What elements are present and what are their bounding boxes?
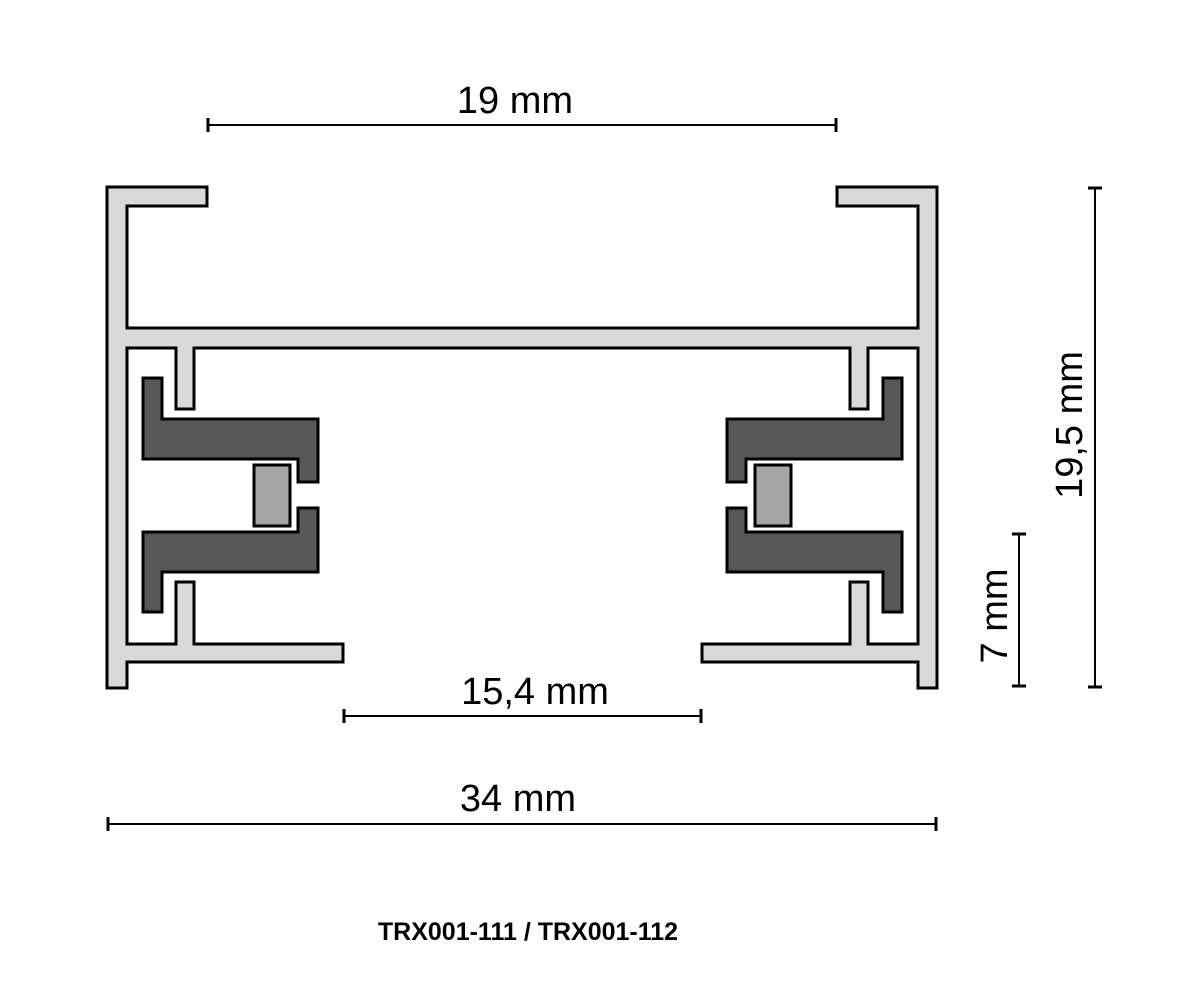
dimension-total-width xyxy=(106,817,938,831)
right-insulator xyxy=(725,376,904,614)
product-code-caption: TRX001-111 / TRX001-112 xyxy=(378,918,678,946)
left-conductor xyxy=(252,463,292,528)
dimension-total-height xyxy=(1088,186,1102,689)
dimension-lower-height xyxy=(1012,532,1026,688)
left-insulator-upper xyxy=(141,376,320,484)
housing-profile xyxy=(105,185,939,690)
housing-left-wall xyxy=(105,185,939,690)
dimension-total-width-label: 34 mm xyxy=(460,778,576,820)
right-insulator-upper xyxy=(725,376,904,484)
dimension-total-height-label: 19,5 mm xyxy=(1049,351,1091,499)
left-insulator xyxy=(141,376,320,614)
left-insulator-lower xyxy=(141,506,320,614)
dimension-bottom-opening-label: 15,4 mm xyxy=(461,671,609,713)
right-insulator-lower xyxy=(725,506,904,614)
dimension-bottom-opening xyxy=(342,709,703,723)
dimension-top-opening-label: 19 mm xyxy=(457,80,573,122)
dimension-top-opening xyxy=(206,118,838,132)
right-conductor xyxy=(753,463,793,528)
dimension-lower-height-label: 7 mm xyxy=(974,569,1016,664)
